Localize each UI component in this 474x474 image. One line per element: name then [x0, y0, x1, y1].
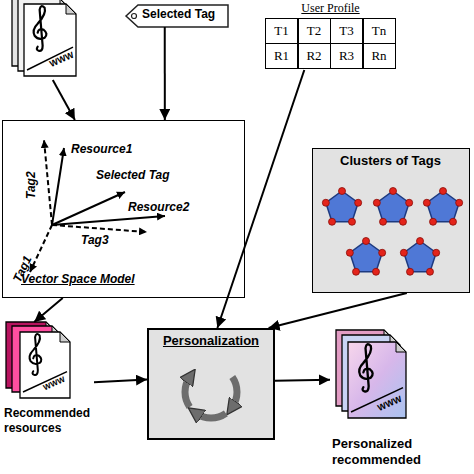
tag-outline	[126, 5, 228, 27]
document-page	[20, 332, 70, 398]
tag-clusters	[322, 188, 462, 276]
flow-arrow	[53, 80, 75, 120]
table-cell: Rn	[363, 43, 396, 69]
treble-clef	[359, 344, 372, 391]
table-cell: R2	[298, 43, 331, 69]
flow-arrow	[269, 293, 407, 328]
treble-clef	[34, 6, 47, 51]
page-outline	[24, 4, 76, 76]
profile-table: User ProfileT1T2T3TnR1R2R3Rn	[265, 2, 396, 70]
tag-hole	[132, 14, 137, 19]
table-cell: T2	[298, 18, 331, 44]
box-title: Personalization	[149, 334, 273, 349]
process-box: Resource1Tag2Selected TagResource2Tag3Ta…	[2, 120, 245, 298]
page-fold	[396, 342, 406, 352]
page-outline	[348, 342, 406, 418]
tag-axis	[30, 225, 52, 272]
tag-cluster-symbol	[346, 238, 385, 276]
flow-arrow	[94, 380, 147, 383]
document-page	[24, 4, 76, 76]
process-box: Clusters of Tags	[312, 148, 470, 293]
table-cell: T1	[265, 18, 298, 44]
tag-axis	[52, 225, 147, 232]
cycle-arrow	[185, 377, 190, 407]
table-cell: R3	[330, 43, 363, 69]
resource-vector	[52, 216, 165, 225]
box-title: Vector Space Model	[21, 273, 135, 287]
flow-arrow	[34, 298, 63, 322]
box-title: Clusters of Tags	[313, 154, 468, 169]
document-stack: WWWRecommended resources	[2, 322, 94, 438]
table-cell: Tn	[363, 18, 396, 44]
cycle-arrows	[185, 377, 237, 418]
vector-space-axes	[30, 140, 165, 272]
cycle-arrow	[196, 413, 226, 418]
axis-label: Tag3	[81, 234, 109, 248]
table-cell: T3	[330, 18, 363, 44]
document-stack: WWWPersonalized recommended	[330, 330, 472, 472]
tag-label: Selected Tag	[142, 8, 215, 22]
table-cell: R1	[265, 43, 298, 69]
flow-arrow	[275, 379, 330, 382]
tag-vector	[52, 192, 125, 225]
page-rule	[23, 372, 67, 392]
document-page	[348, 342, 406, 418]
tag-cluster-symbol	[400, 238, 439, 276]
vector-label: Resource1	[71, 143, 132, 157]
document-stack	[12, 0, 80, 80]
vector-label: Resource2	[128, 201, 189, 215]
tag-axis	[44, 140, 52, 225]
flow-arrow	[217, 70, 304, 328]
process-box: Personalization	[147, 328, 275, 440]
treble-clef	[30, 334, 42, 375]
cycle-arrow	[232, 377, 237, 407]
tag-cluster-symbol	[373, 188, 412, 226]
flow-arrow	[164, 27, 166, 120]
page-outline	[20, 332, 70, 398]
resource-vector	[52, 148, 64, 225]
stack-label: Recommended resources	[4, 406, 92, 436]
document-stack: WWW	[12, 0, 80, 80]
axis-label: Tag2	[25, 171, 39, 199]
vector-label: Selected Tag	[96, 169, 170, 183]
page-fold	[60, 332, 70, 342]
table-heading: User Profile	[265, 2, 396, 16]
tag-node: Selected Tag	[126, 5, 228, 27]
page-fold	[66, 4, 76, 14]
tag-cluster-symbol	[322, 188, 361, 226]
stack-label: Personalized recommended	[332, 436, 472, 468]
tag-cluster-symbol	[423, 188, 462, 226]
